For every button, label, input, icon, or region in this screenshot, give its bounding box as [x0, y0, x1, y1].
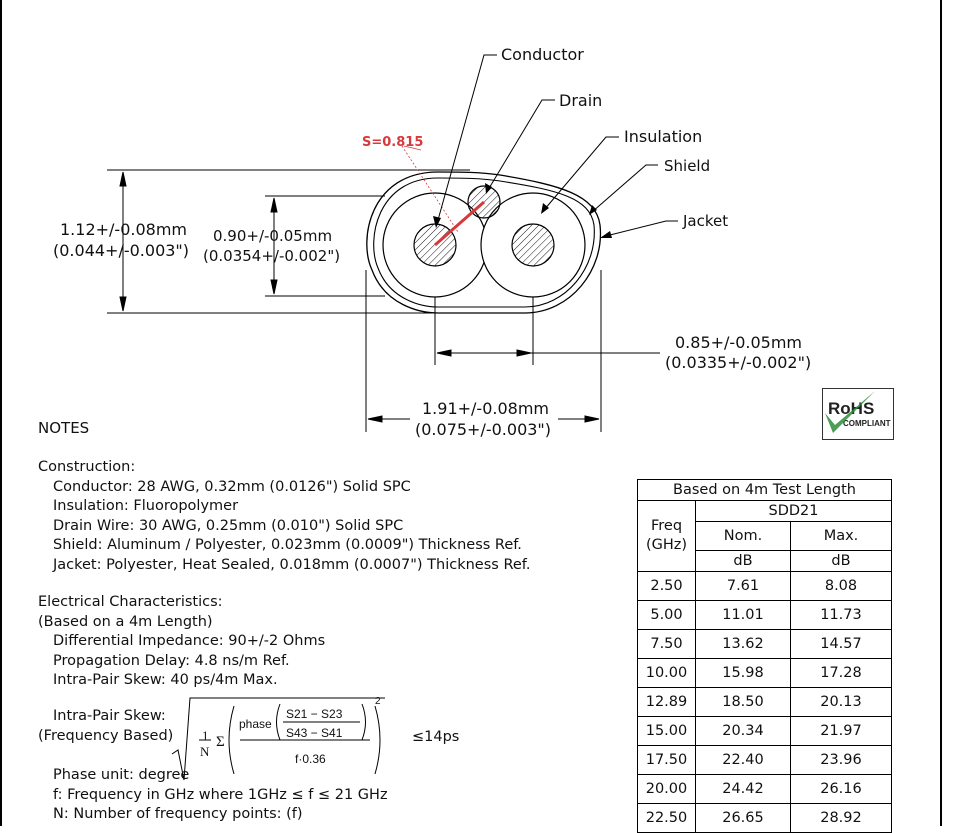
nom-cell: 13.62: [695, 629, 791, 659]
table-row: 12.89 18.50 20.13: [637, 687, 892, 717]
table-row: 5.00 11.01 11.73: [637, 600, 892, 630]
freq-cell: 22.50: [637, 803, 696, 833]
page-border-left: [0, 0, 2, 826]
width-mm: 1.91+/-0.08mm: [422, 399, 549, 418]
table-row: 15.00 20.34 21.97: [637, 716, 892, 746]
nom-cell: 7.61: [695, 571, 791, 601]
nom-cell: 15.98: [695, 658, 791, 688]
jacket-callout: Jacket: [683, 212, 729, 230]
nom-cell: 18.50: [695, 687, 791, 717]
formula-n: N: [200, 744, 210, 759]
skew-label: Intra-Pair Skew:: [53, 708, 166, 724]
freq-header-label: Freq: [650, 518, 683, 534]
max-cell: 21.97: [790, 716, 892, 746]
rohs-subtitle: COMPLIANT: [843, 419, 891, 428]
construction-notes: Construction: Conductor: 28 AWG, 0.32mm …: [38, 458, 530, 575]
max-cell: 17.28: [790, 658, 892, 688]
nom-cell: 22.40: [695, 745, 791, 775]
freq-cell: 7.50: [637, 629, 696, 659]
nom-unit: dB: [695, 550, 791, 572]
freq-cell: 20.00: [637, 774, 696, 804]
freq-cell: 10.00: [637, 658, 696, 688]
skew-formula-graphic: [171, 697, 385, 781]
insulation-height-mm: 0.90+/-0.05mm: [213, 227, 333, 245]
insulation-callout: Insulation: [624, 127, 703, 146]
pitch-in: (0.0335+/-0.002"): [665, 353, 812, 372]
freq-header: Freq (GHz): [637, 500, 696, 572]
freq-cell: 2.50: [637, 571, 696, 601]
electrical-subheading: (Based on a 4m Length): [38, 613, 213, 630]
max-unit: dB: [790, 550, 892, 572]
freq-cell: 17.50: [637, 745, 696, 775]
skew-note: Intra-Pair Skew: 40 ps/4m Max.: [53, 672, 278, 688]
page-border-right: [940, 0, 942, 826]
spacing-annotation: S=0.815: [362, 135, 424, 150]
max-cell: 20.13: [790, 687, 892, 717]
drain-note: Drain Wire: 30 AWG, 0.25mm (0.010") Soli…: [53, 517, 404, 534]
rohs-title: RoHS: [828, 399, 875, 418]
conductor-note: Conductor: 28 AWG, 0.32mm (0.0126") Soli…: [53, 478, 411, 495]
nom-cell: 20.34: [695, 716, 791, 746]
outer-height-in: (0.044+/-0.003"): [53, 241, 190, 260]
max-cell: 8.08: [790, 571, 892, 601]
table-row: 17.50 22.40 23.96: [637, 745, 892, 775]
skew-limit: ≤14ps: [412, 729, 460, 745]
frequency-definition: f: Frequency in GHz where 1GHz ≤ f ≤ 21 …: [53, 786, 388, 803]
points-definition: N: Number of frequency points: (f): [53, 806, 303, 822]
sdd21-table: Based on 4m Test Length Freq (GHz) SDD21…: [637, 479, 892, 833]
max-cell: 28.92: [790, 803, 892, 833]
rohs-logo: RoHS COMPLIANT: [822, 388, 894, 440]
construction-heading: Construction:: [38, 459, 136, 475]
freq-cell: 15.00: [637, 716, 696, 746]
phase-unit-note: Phase unit: degree: [53, 767, 190, 783]
jacket-note: Jacket: Polyester, Heat Sealed, 0.018mm …: [53, 556, 531, 573]
freq-cell: 12.89: [637, 687, 696, 717]
nom-cell: 26.65: [695, 803, 791, 833]
insulation-height-in: (0.0354+/-0.002"): [203, 247, 341, 265]
formula-exponent: 2: [375, 696, 381, 707]
electrical-notes: Electrical Characteristics: (Based on a …: [38, 593, 325, 691]
max-cell: 26.16: [790, 774, 892, 804]
table-row: 22.50 26.65 28.92: [637, 803, 892, 833]
formula-sigma: Σ: [216, 734, 225, 750]
insulation-note: Insulation: Fluoropolymer: [53, 498, 239, 514]
width-in: (0.075+/-0.003"): [415, 420, 552, 439]
max-cell: 23.96: [790, 745, 892, 775]
freq-header-unit: (GHz): [645, 537, 688, 553]
conductor-callout: Conductor: [501, 45, 584, 64]
pitch-mm: 0.85+/-0.05mm: [675, 333, 802, 352]
formula-phase: phase: [239, 717, 272, 731]
max-cell: 11.73: [790, 600, 892, 630]
formula-denominator: f·0.36: [295, 752, 326, 766]
formula-definitions: Phase unit: degree f: Frequency in GHz w…: [53, 766, 388, 825]
table-row: 10.00 15.98 17.28: [637, 658, 892, 688]
shield-callout: Shield: [664, 157, 711, 175]
notes-heading: NOTES: [38, 419, 90, 437]
checkmark-icon: [825, 391, 875, 433]
nom-header: Nom.: [695, 521, 791, 551]
formula-s21: S21 − S23: [286, 707, 343, 721]
delay-note: Propagation Delay: 4.8 ns/m Ref.: [53, 652, 290, 669]
max-header: Max.: [790, 521, 892, 551]
skew-label-sub: (Frequency Based): [38, 728, 174, 744]
shield-note: Shield: Aluminum / Polyester, 0.023mm (0…: [53, 537, 522, 553]
freq-cell: 5.00: [637, 600, 696, 630]
sdd21-group-header: SDD21: [695, 500, 892, 522]
nom-cell: 11.01: [695, 600, 791, 630]
formula-s43: S43 − S41: [286, 726, 343, 740]
max-cell: 14.57: [790, 629, 892, 659]
outer-height-mm: 1.12+/-0.08mm: [60, 220, 187, 239]
nom-cell: 24.42: [695, 774, 791, 804]
table-row: 2.50 7.61 8.08: [637, 571, 892, 601]
drain-callout: Drain: [559, 91, 603, 110]
electrical-heading: Electrical Characteristics:: [38, 594, 223, 610]
table-title: Based on 4m Test Length: [637, 479, 892, 501]
cable-cross-section: [107, 54, 678, 432]
impedance-note: Differential Impedance: 90+/-2 Ohms: [53, 633, 326, 649]
formula-one: 1: [202, 728, 209, 743]
table-row: 7.50 13.62 14.57: [637, 629, 892, 659]
table-row: 20.00 24.42 26.16: [637, 774, 892, 804]
